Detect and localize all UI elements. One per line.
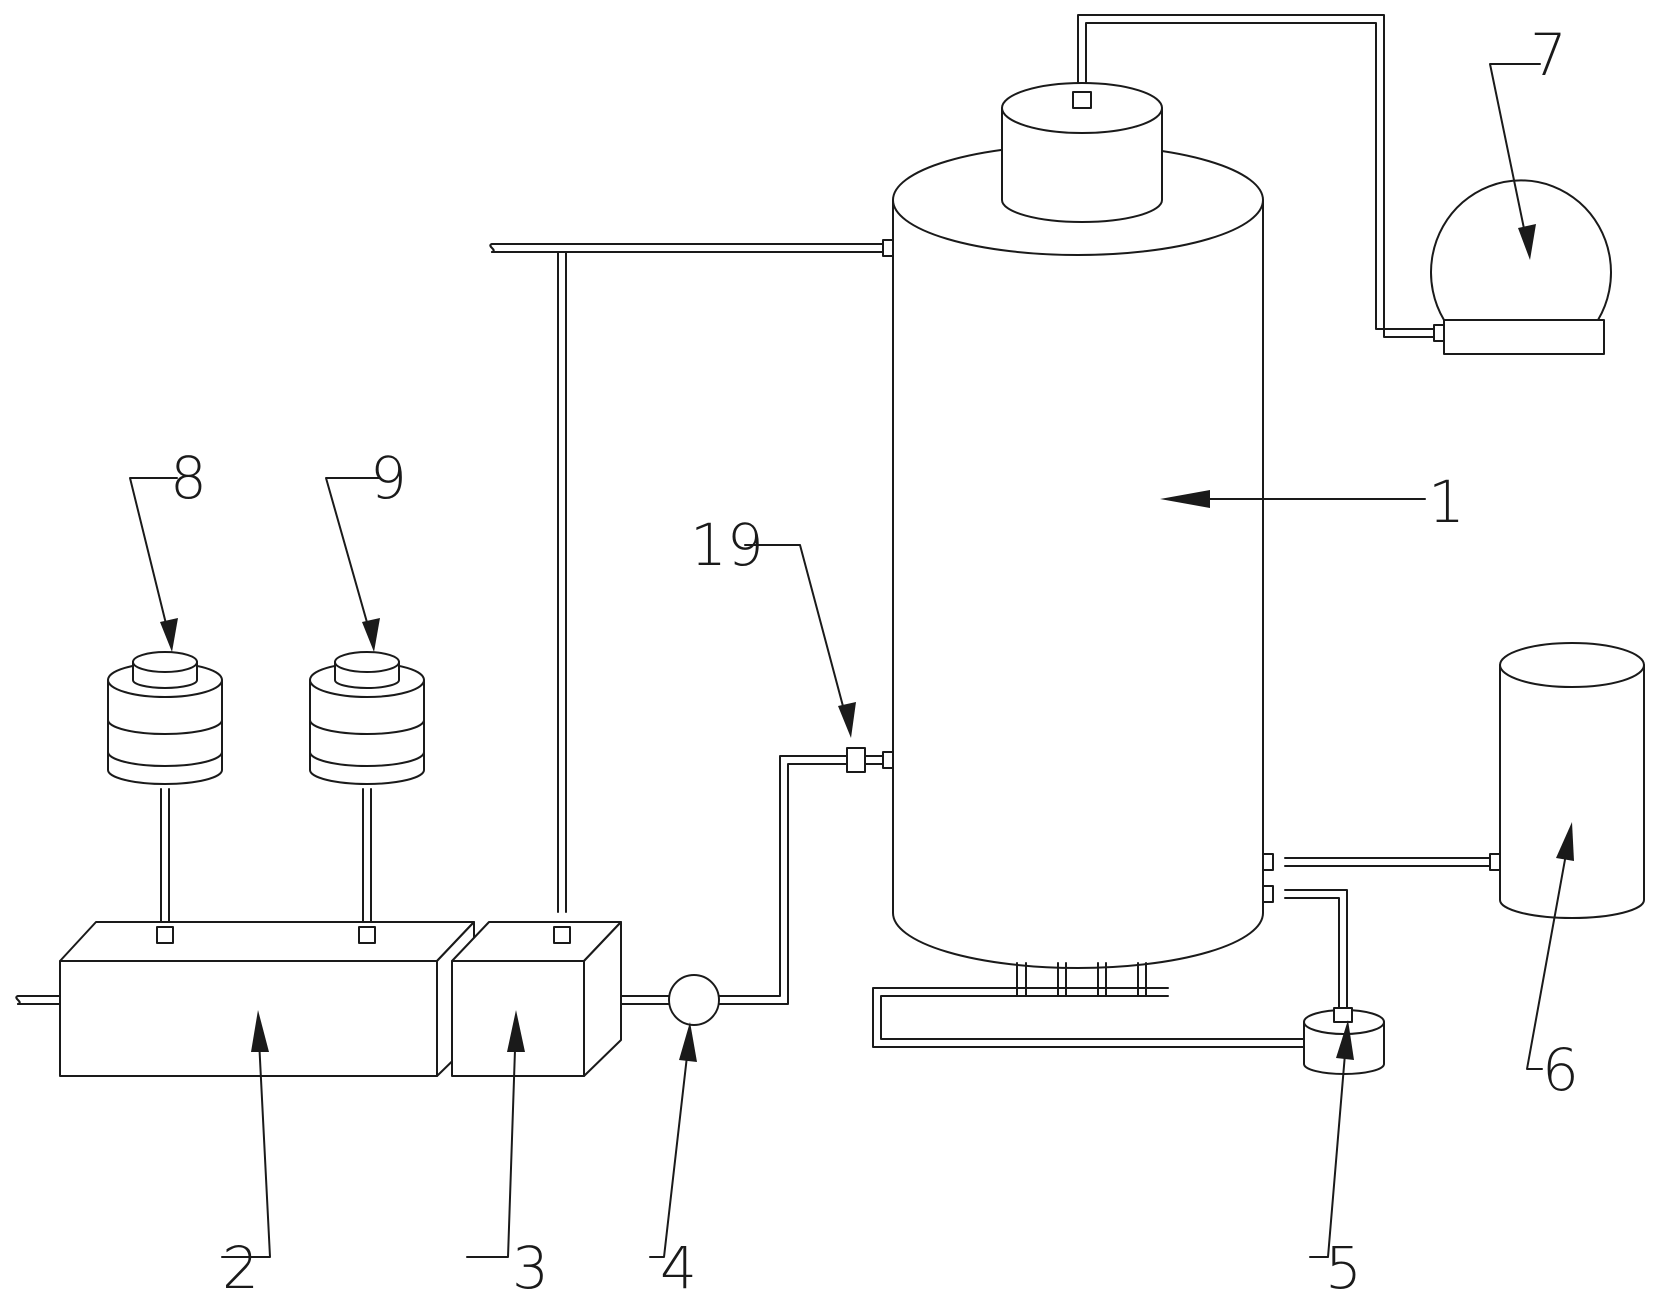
tower-base-supports [1016, 962, 1147, 997]
label-1: 1 [1428, 468, 1465, 536]
label-8: 8 [170, 444, 207, 512]
label-4: 4 [660, 1234, 697, 1294]
pipe-top-dome7 [1077, 14, 1437, 338]
label-7: 7 [1530, 21, 1567, 89]
pipe-return-loop [872, 987, 1306, 1048]
doser-8 [107, 651, 223, 785]
tank-6 [1489, 642, 1645, 919]
doser-9-stem [362, 788, 372, 928]
box-3 [451, 921, 622, 1077]
tower-1 [882, 82, 1274, 997]
labels: 1 2 3 4 5 6 7 8 9 19 [170, 21, 1579, 1294]
doser-8-stem [160, 788, 170, 928]
pipes [15, 14, 1493, 1048]
tank-2 [59, 921, 475, 1077]
pipe-tower-tank6 [1284, 857, 1493, 867]
label-9: 9 [370, 444, 407, 512]
leader-lines [129, 63, 1574, 1258]
label-2: 2 [222, 1234, 259, 1294]
valve-19 [846, 747, 866, 773]
label-6: 6 [1542, 1036, 1579, 1104]
pipe-pump4-tower [717, 755, 848, 1005]
label-19: 19 [690, 511, 764, 579]
top-feed-pipe [489, 243, 888, 913]
inlet-pipe-left [15, 995, 61, 1005]
label-5: 5 [1325, 1234, 1362, 1294]
label-3: 3 [512, 1234, 549, 1294]
dome-7 [1430, 179, 1612, 355]
pipe-tower-pump5 [1284, 889, 1348, 1011]
doser-9 [309, 651, 425, 785]
tower-top-nozzle [1072, 91, 1092, 109]
